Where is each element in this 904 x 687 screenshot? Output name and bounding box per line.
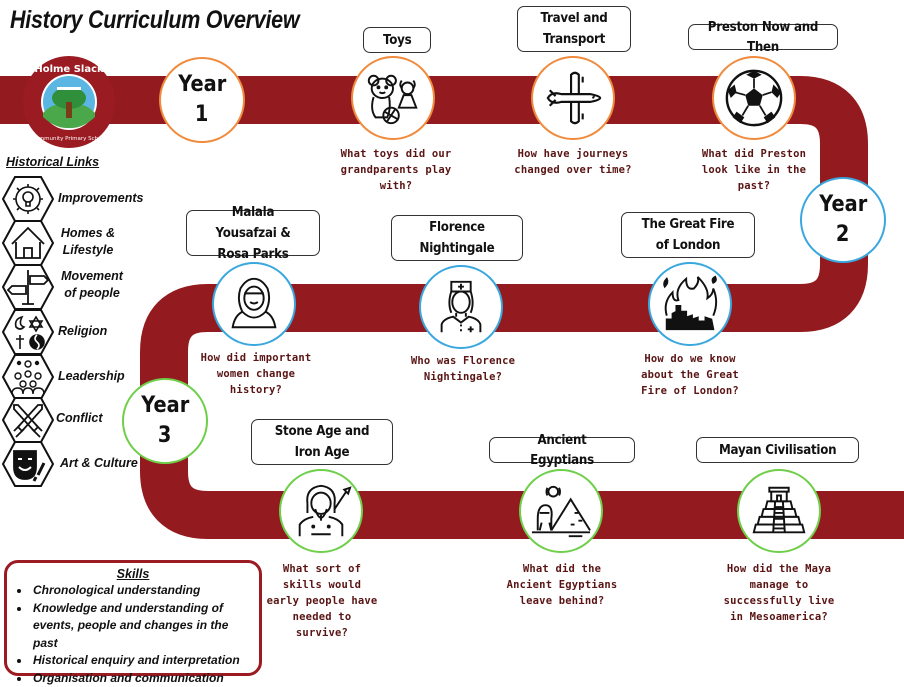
year-label: Year bbox=[178, 70, 226, 100]
topic-icon-circle-stone-age bbox=[279, 469, 363, 553]
religion-symbols-icon bbox=[2, 309, 54, 355]
logo-top-text: Holme Slack bbox=[34, 64, 104, 75]
topic-question-preston: What did Preston look like in the past? bbox=[688, 146, 820, 194]
topic-question-mayan: How did the Maya manage to successfully … bbox=[718, 561, 840, 625]
woman-hijab-icon bbox=[223, 273, 285, 335]
skill-item: Historical enquiry and interpretation bbox=[31, 652, 251, 670]
fire-city-icon bbox=[659, 273, 721, 335]
crossed-swords-icon bbox=[2, 397, 54, 443]
topic-icon-circle-preston bbox=[712, 56, 796, 140]
skills-title: Skills bbox=[15, 566, 251, 582]
topic-question-malala-rosa: How did important women change history? bbox=[196, 350, 316, 398]
house-icon bbox=[2, 220, 54, 266]
skill-item: Knowledge and understanding of events, p… bbox=[31, 600, 251, 653]
historical-link-improvements: Improvements bbox=[2, 176, 162, 220]
page-title: History Curriculum Overview bbox=[10, 6, 299, 35]
historical-link-label: Homes & Lifestyle bbox=[58, 225, 118, 259]
school-logo: Holme Slack Community Primary School bbox=[22, 55, 116, 149]
caveman-icon bbox=[290, 480, 352, 542]
historical-link-leadership: Leadership bbox=[2, 354, 162, 398]
historical-link-homes: Homes & Lifestyle bbox=[2, 220, 162, 264]
lightbulb-gear-icon bbox=[2, 176, 54, 222]
historical-link-label: Movement of people bbox=[54, 268, 130, 302]
historical-link-label: Art & Culture bbox=[60, 455, 138, 472]
topic-icon-circle-travel bbox=[531, 56, 615, 140]
leadership-group-icon bbox=[2, 354, 54, 400]
year-number: 1 bbox=[195, 100, 208, 130]
skill-item: Chronological understanding bbox=[31, 582, 251, 600]
historical-link-movement: Movement of people bbox=[2, 264, 162, 308]
topic-icon-circle-great-fire bbox=[648, 262, 732, 346]
topic-icon-circle-egyptians bbox=[519, 469, 603, 553]
topic-question-travel: How have journeys changed over time? bbox=[508, 146, 638, 178]
topic-question-great-fire: How do we know about the Great Fire of L… bbox=[626, 351, 754, 399]
historical-link-label: Religion bbox=[58, 323, 107, 340]
pyramid-sphinx-icon bbox=[530, 480, 592, 542]
football-icon bbox=[723, 67, 785, 129]
historical-link-conflict: Conflict bbox=[2, 397, 162, 441]
toys-icon bbox=[362, 67, 424, 129]
mayan-temple-icon bbox=[748, 480, 810, 542]
topic-icon-circle-toys bbox=[351, 56, 435, 140]
historical-links-title: Historical Links bbox=[6, 155, 99, 169]
skills-list: Chronological understanding Knowledge an… bbox=[15, 582, 251, 687]
topic-title-stone-age: Stone Age and Iron Age bbox=[251, 419, 393, 465]
topic-question-egyptians: What did the Ancient Egyptians leave beh… bbox=[500, 561, 624, 609]
historical-link-label: Leadership bbox=[58, 368, 125, 385]
airplane-icon bbox=[542, 67, 604, 129]
year-1-marker: Year 1 bbox=[159, 57, 245, 143]
historical-link-label: Improvements bbox=[58, 190, 143, 207]
topic-title-great-fire: The Great Fire of London bbox=[621, 212, 755, 258]
nurse-icon bbox=[430, 276, 492, 338]
topic-icon-circle-malala-rosa bbox=[212, 262, 296, 346]
topic-title-malala-rosa: Malala Yousafzai & Rosa Parks bbox=[186, 210, 320, 256]
topic-icon-circle-florence bbox=[419, 265, 503, 349]
topic-question-florence: Who was Florence Nightingale? bbox=[408, 353, 518, 385]
topic-icon-circle-mayan bbox=[737, 469, 821, 553]
historical-link-religion: Religion bbox=[2, 309, 162, 353]
topic-title-florence: Florence Nightingale bbox=[391, 215, 523, 261]
year-number: 2 bbox=[836, 220, 849, 250]
topic-title-preston: Preston Now and Then bbox=[688, 24, 838, 50]
topic-question-stone-age: What sort of skills would early people h… bbox=[264, 561, 380, 641]
topic-title-mayan: Mayan Civilisation bbox=[696, 437, 859, 463]
topic-title-travel: Travel and Transport bbox=[517, 6, 631, 52]
theatre-mask-icon bbox=[2, 441, 54, 487]
skills-box: Skills Chronological understanding Knowl… bbox=[4, 560, 262, 676]
topic-title-toys: Toys bbox=[363, 27, 431, 53]
logo-bottom-text: Community Primary School bbox=[32, 136, 107, 142]
skill-item: Organisation and communication bbox=[31, 670, 251, 687]
year-label: Year bbox=[819, 190, 867, 220]
historical-link-art-culture: Art & Culture bbox=[2, 441, 162, 485]
historical-link-label: Conflict bbox=[56, 410, 103, 427]
signpost-icon bbox=[2, 264, 54, 310]
topic-question-toys: What toys did our grandparents play with… bbox=[335, 146, 457, 194]
topic-title-egyptians: Ancient Egyptians bbox=[489, 437, 635, 463]
